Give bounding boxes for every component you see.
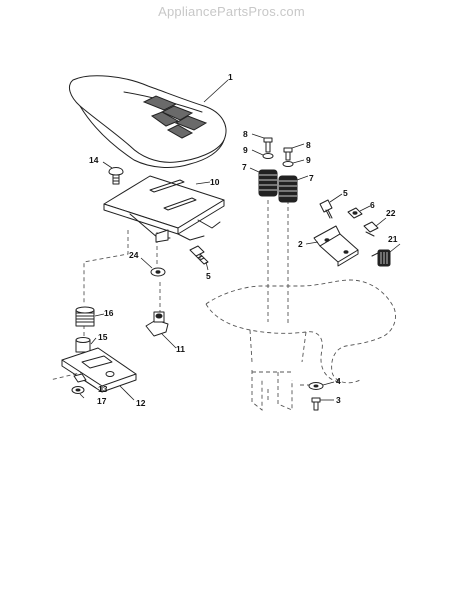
callout-10: 10 [210, 177, 220, 187]
part-14-knob[interactable] [108, 167, 124, 185]
part-6-nut[interactable] [347, 207, 363, 219]
callout-13: 13 [98, 384, 108, 394]
callout-9-right: 9 [306, 155, 311, 165]
callout-4: 4 [336, 376, 341, 386]
callout-16: 16 [104, 308, 114, 318]
site-watermark: AppliancePartsPros.com [158, 4, 305, 19]
callout-5-right: 5 [343, 188, 348, 198]
part-9-washer-right[interactable] [282, 161, 294, 167]
part-16-spring[interactable] [75, 306, 95, 327]
callout-21: 21 [388, 234, 398, 244]
callout-24: 24 [129, 250, 139, 260]
part-8-bolt-right[interactable] [283, 147, 293, 161]
callout-7-left: 7 [242, 162, 247, 172]
part-15-bushing[interactable] [75, 337, 91, 353]
part-9-washer-left[interactable] [262, 153, 274, 159]
callout-22: 22 [386, 208, 396, 218]
callout-11: 11 [176, 344, 185, 354]
callout-8-left: 8 [243, 129, 248, 139]
part-22-nut[interactable] [363, 221, 379, 237]
part-17-washer[interactable] [71, 386, 85, 394]
callout-9-left: 9 [243, 145, 248, 155]
callout-2: 2 [298, 239, 303, 249]
callout-7-right: 7 [309, 173, 314, 183]
callout-6: 6 [370, 200, 375, 210]
callout-1: 1 [228, 72, 233, 82]
part-4-washer[interactable] [308, 382, 324, 390]
callout-17: 17 [97, 396, 107, 406]
part-21-adjuster-knob[interactable] [371, 249, 391, 267]
part-5-bolt-left[interactable] [189, 245, 209, 265]
part-1-seat[interactable] [69, 75, 227, 168]
callout-3: 3 [336, 395, 341, 405]
part-11-pivot-bracket[interactable] [145, 311, 169, 337]
part-8-bolt-left[interactable] [263, 137, 273, 153]
part-24-washer[interactable] [150, 267, 166, 277]
callout-14: 14 [89, 155, 99, 165]
callout-12: 12 [136, 398, 146, 408]
part-3-bolt[interactable] [311, 397, 321, 411]
callout-15: 15 [98, 332, 108, 342]
callout-labels: 1 2 3 4 5 5 6 7 7 8 8 9 9 10 11 12 13 14… [89, 72, 398, 408]
part-7-spring-right[interactable] [278, 175, 298, 203]
part-10-seat-pan[interactable] [103, 175, 225, 243]
part-7-spring-left[interactable] [258, 169, 278, 197]
fender-frame-outline [205, 279, 396, 411]
part-2-bracket[interactable] [313, 225, 359, 267]
callout-8-right: 8 [306, 140, 311, 150]
part-5-bolt-right[interactable] [319, 199, 333, 219]
callout-5-left: 5 [206, 271, 211, 281]
part-13-nut[interactable] [73, 373, 87, 383]
